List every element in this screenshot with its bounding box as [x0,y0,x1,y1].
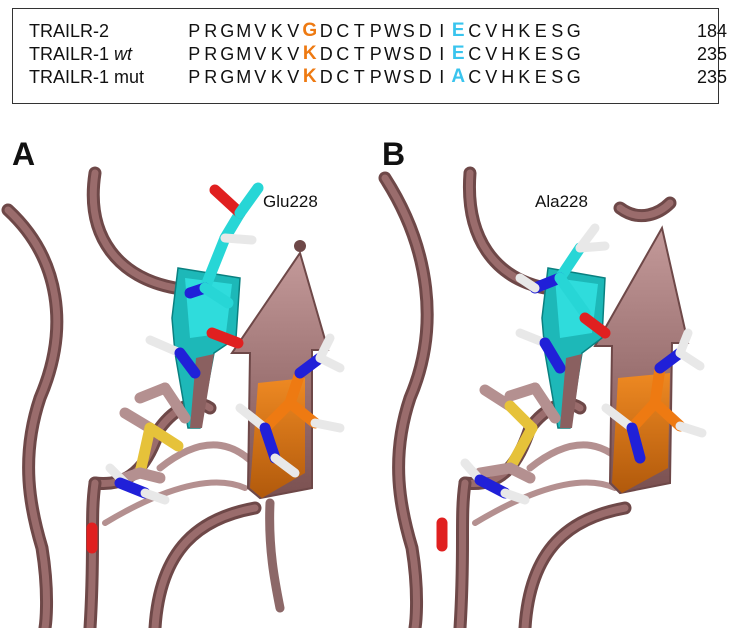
residue-letter: D [319,21,333,41]
structure-panel-b: B Ala228 [370,128,735,628]
residue-letter: S [551,44,564,64]
residue-letter: M [236,67,252,87]
residue-letter: D [418,67,432,87]
residue-letter: H [501,67,515,87]
residue-letter: K [270,21,283,41]
residue-letter: P [369,67,382,87]
residue-letter: I [439,44,445,64]
lys-sidechain [601,328,707,464]
residue-letter: A [451,66,466,87]
protein-structure-illustration-a [1,166,345,628]
residue-letter: P [188,21,201,41]
residue-letter: C [336,44,350,64]
sequence-end-number: 235 [697,67,728,87]
residue-letter: S [402,21,415,41]
residue-letter: M [236,44,252,64]
ala228-sidechain [504,223,611,424]
residue-letter: G [220,44,235,64]
residue-letter: C [336,67,350,87]
panel-label: B [382,136,406,172]
sequence-name: TRAILR-1 wt [29,44,133,64]
residue-letter: R [204,44,218,64]
residue-letter: W [384,21,401,41]
residue-letter: K [270,44,283,64]
residue-letter: P [188,44,201,64]
residue-letter: V [485,44,498,64]
protein-structure-illustration-b [378,166,707,628]
residue-letter: E [451,20,465,41]
residue-letter: K [518,67,531,87]
residue-letter: P [369,21,382,41]
residue-letter: T [353,67,365,87]
residue-letter: I [439,67,445,87]
residue-letter: C [468,44,482,64]
residue-letter: C [336,21,350,41]
residue-letter: T [353,44,365,64]
residue-letter: V [485,21,498,41]
residue-letter: S [402,44,415,64]
residue-letter: K [518,21,531,41]
residue-letter: E [451,43,465,64]
residue-letter: K [302,66,317,87]
residue-letter: H [501,21,515,41]
residue-letter: M [236,21,252,41]
residue-letter: V [287,67,300,87]
residue-letter: W [384,67,401,87]
residue-letter: V [485,67,498,87]
residue-letter: K [270,67,283,87]
residue-letter: C [468,67,482,87]
residue-letter: R [204,21,218,41]
cysteine-sidechain [436,384,538,552]
residue-label: Glu228 [263,192,318,211]
residue-letter: S [551,67,564,87]
residue-letter: V [287,21,300,41]
structure-panel-a: A Glu228 [0,128,365,628]
residue-letter: V [254,21,267,41]
residue-letter: K [518,44,531,64]
sequence-end-number: 235 [697,44,728,64]
residue-letter: E [534,21,547,41]
residue-letter: D [418,44,432,64]
residue-letter: G [220,21,235,41]
residue-letter: E [534,67,547,87]
residue-letter: R [204,67,218,87]
residue-letter: K [302,43,317,64]
residue-letter: G [566,67,581,87]
residue-letter: D [418,21,432,41]
residue-letter: P [188,67,201,87]
residue-letter: C [468,21,482,41]
residue-letter: V [254,44,267,64]
residue-letter: W [384,44,401,64]
residue-letter: S [402,67,415,87]
residue-letter: I [439,21,445,41]
residue-letter: D [319,67,333,87]
residue-letter: P [369,44,382,64]
lys-sidechain [235,333,345,478]
residue-letter: S [551,21,564,41]
residue-letter: V [287,44,300,64]
sequence-end-number: 184 [697,21,728,41]
residue-letter: T [353,21,365,41]
residue-letter: H [501,44,515,64]
residue-letter: V [254,67,267,87]
residue-letter: G [566,21,581,41]
residue-letter: D [319,44,333,64]
sequence-name: TRAILR-2 [29,21,110,41]
glu228-sidechain [134,182,264,424]
cysteine-sidechain [86,407,184,554]
residue-letter: G [302,20,318,41]
residue-letter: G [220,67,235,87]
residue-letter: E [534,44,547,64]
panel-label: A [12,136,36,172]
residue-label: Ala228 [535,192,588,211]
sequence-name: TRAILR-1 mut [29,67,145,87]
residue-letter: G [566,44,581,64]
